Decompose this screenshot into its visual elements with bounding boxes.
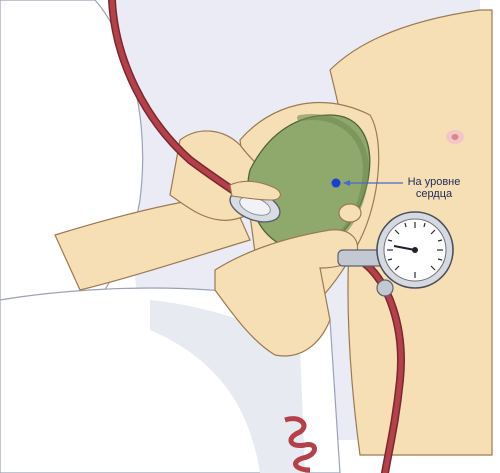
doctor-fingers xyxy=(229,180,281,201)
stethoscope-tube xyxy=(109,0,243,198)
doctor-forearm-upper xyxy=(54,194,251,291)
gauge-needle xyxy=(393,245,416,251)
heart-level-marker xyxy=(331,178,341,188)
heart-level-label: На уровне сердца xyxy=(392,176,476,200)
pressure-gauge-icon xyxy=(376,211,454,289)
annotation-arrowhead xyxy=(343,180,350,186)
doctor-thumb xyxy=(338,203,362,223)
heart-level-label-line-1: На уровне xyxy=(407,176,461,188)
heart-level-label-line-2: сердца xyxy=(415,188,453,200)
gauge-center xyxy=(412,247,418,253)
valve-knob xyxy=(376,279,394,297)
bulb-coil xyxy=(284,416,317,473)
doctor-hand-lower xyxy=(214,229,359,357)
patient-nipple-center xyxy=(451,134,459,140)
